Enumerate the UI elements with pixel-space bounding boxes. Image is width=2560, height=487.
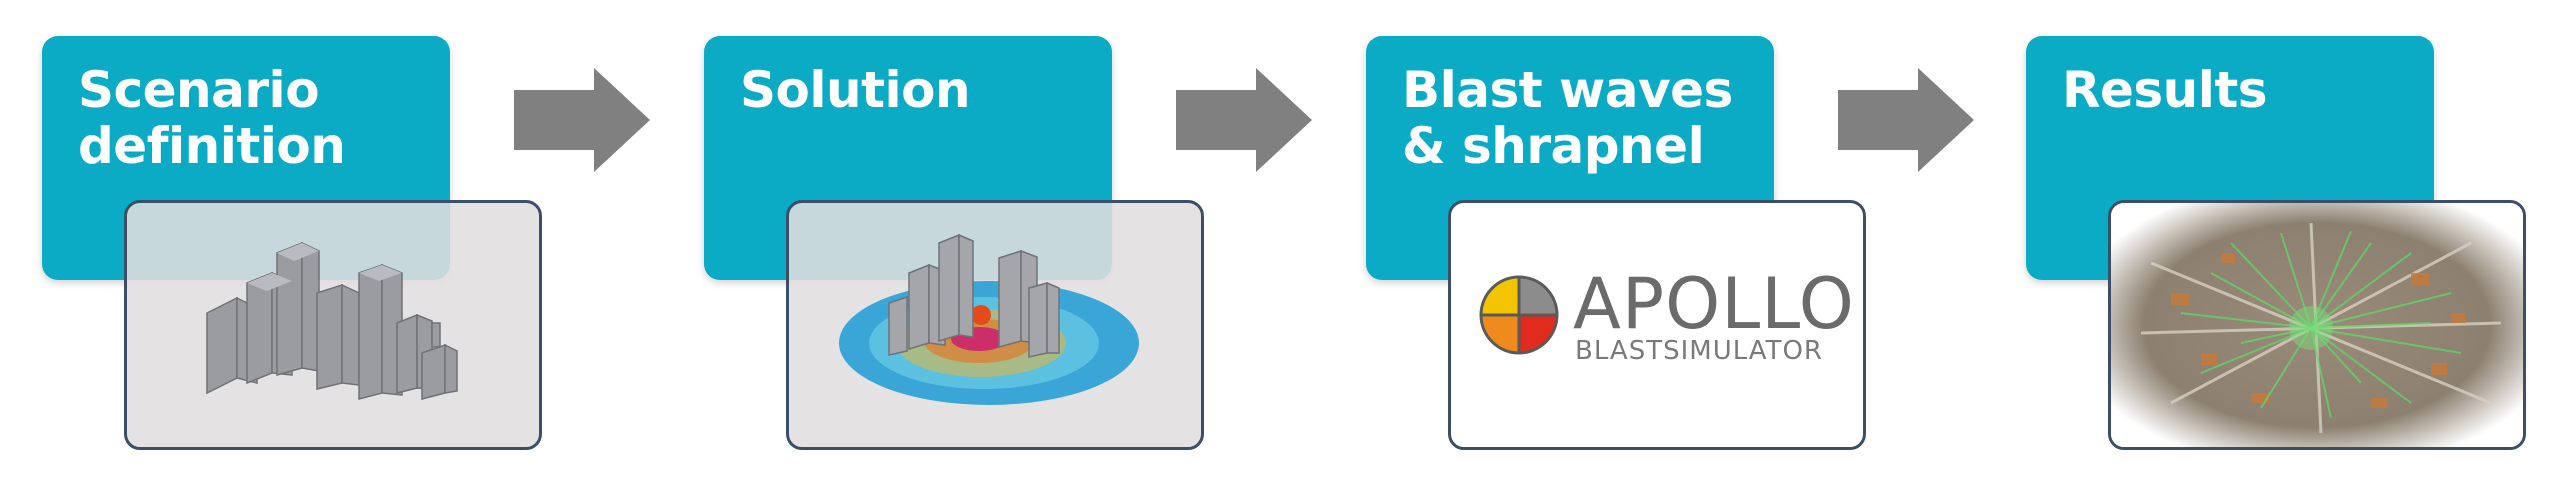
right-arrow-icon bbox=[514, 68, 650, 172]
apollo-blastsimulator-logo: APOLLO BLASTSIMULATOR bbox=[1479, 263, 1855, 366]
logo-subtitle: BLASTSIMULATOR bbox=[1575, 336, 1823, 366]
step-solution: Solution bbox=[704, 0, 1224, 487]
aerial-city-damage-image bbox=[2111, 203, 2523, 447]
step-title: Solution bbox=[740, 61, 971, 119]
step-scenario-definition: Scenario definition bbox=[42, 0, 562, 487]
blast-pressure-field-image bbox=[839, 233, 1139, 405]
step-title: Blast waves & shrapnel bbox=[1402, 61, 1733, 175]
apollo-logo-thumbnail: APOLLO BLASTSIMULATOR bbox=[1448, 200, 1866, 450]
right-arrow-icon bbox=[1176, 68, 1312, 172]
right-arrow-icon bbox=[1838, 68, 1974, 172]
logo-wordmark: APOLLO bbox=[1573, 263, 1855, 345]
apollo-emblem-icon bbox=[1479, 275, 1559, 355]
results-thumbnail bbox=[2108, 200, 2526, 450]
step-title: Results bbox=[2062, 61, 2268, 119]
step-blast-waves-shrapnel: Blast waves & shrapnel APOLLO BLASTSIMUL… bbox=[1366, 0, 1886, 487]
step-title: Scenario definition bbox=[78, 61, 346, 175]
city-buildings-image bbox=[206, 241, 458, 400]
city-model-thumbnail bbox=[124, 200, 542, 450]
step-results: Results bbox=[2026, 0, 2546, 487]
solution-thumbnail bbox=[786, 200, 1204, 450]
